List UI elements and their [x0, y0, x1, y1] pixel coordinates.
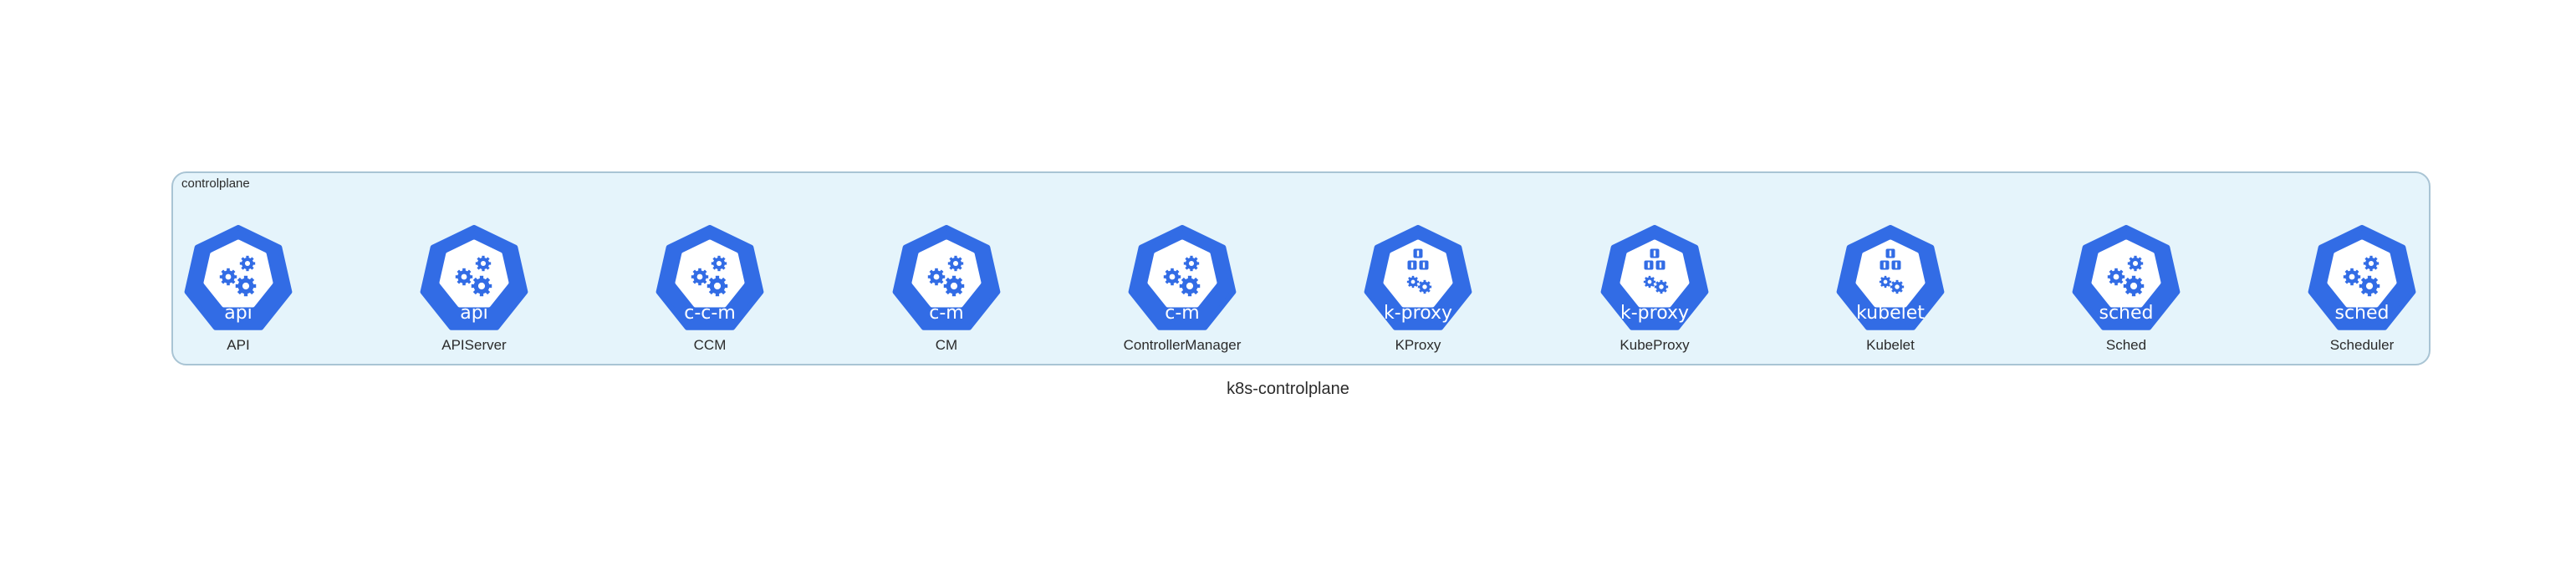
kubernetes-gears-icon: c-m [892, 225, 1001, 330]
node-ccm: c-c-m CCM [635, 225, 785, 354]
node-label: Kubelet [1866, 337, 1915, 353]
node-apiserver: api APIServer [399, 225, 549, 354]
icon-glyph [455, 255, 492, 297]
icon-glyph [219, 255, 257, 297]
icon-glyph [691, 255, 728, 297]
node-label: ControllerManager [1123, 337, 1242, 353]
kubernetes-gears-icon: sched [2072, 225, 2181, 330]
icon-text: c-m [1165, 303, 1199, 324]
node-label: APIServer [441, 337, 507, 353]
diagram-caption: k8s-controlplane [1227, 380, 1349, 398]
node-api: api API [163, 225, 314, 354]
node-kubeproxy: k-proxy KubeProxy [1579, 225, 1730, 354]
node-controllermanager: c-m ControllerManager [1107, 225, 1257, 354]
icon-glyph [1879, 248, 1905, 294]
node-label: Scheduler [2329, 337, 2395, 353]
icon-text: k-proxy [1620, 303, 1689, 324]
node-label: CM [935, 337, 958, 353]
icon-glyph [927, 255, 965, 297]
node-scheduler: sched Scheduler [2287, 225, 2437, 354]
kubernetes-gears-icon: api [184, 225, 293, 330]
node-label: CCM [693, 337, 727, 353]
node-label: API [227, 337, 250, 353]
cluster-label: controlplane [181, 176, 250, 191]
kubernetes-cubes-gear-icon: k-proxy [1364, 225, 1472, 330]
controlplane-cluster: controlplane api API api APIServer c-c-m… [171, 171, 2431, 365]
icon-text: k-proxy [1384, 303, 1452, 324]
icon-text: sched [2334, 303, 2389, 324]
icon-glyph [1643, 248, 1669, 294]
icon-text: api [224, 303, 252, 324]
icon-glyph [2343, 255, 2380, 297]
node-kproxy: k-proxy KProxy [1343, 225, 1493, 354]
icon-glyph [1163, 255, 1201, 297]
kubernetes-gears-icon: c-c-m [655, 225, 764, 330]
node-kubelet: kubelet Kubelet [1815, 225, 1966, 354]
kubernetes-gears-icon: sched [2308, 225, 2416, 330]
icon-glyph [1406, 248, 1432, 294]
kubernetes-cubes-gear-icon: kubelet [1836, 225, 1945, 330]
node-label: KubeProxy [1620, 337, 1690, 353]
kubernetes-cubes-gear-icon: k-proxy [1600, 225, 1709, 330]
node-label: Sched [2105, 337, 2147, 353]
icon-text: api [460, 303, 488, 324]
icon-text: kubelet [1856, 303, 1925, 324]
node-label: KProxy [1395, 337, 1441, 353]
kubernetes-gears-icon: api [420, 225, 528, 330]
node-cm: c-m CM [871, 225, 1022, 354]
icon-text: c-m [929, 303, 963, 324]
node-sched: sched Sched [2051, 225, 2201, 354]
icon-text: c-c-m [684, 303, 736, 324]
kubernetes-gears-icon: c-m [1128, 225, 1237, 330]
icon-glyph [2107, 255, 2145, 297]
icon-text: sched [2099, 303, 2153, 324]
